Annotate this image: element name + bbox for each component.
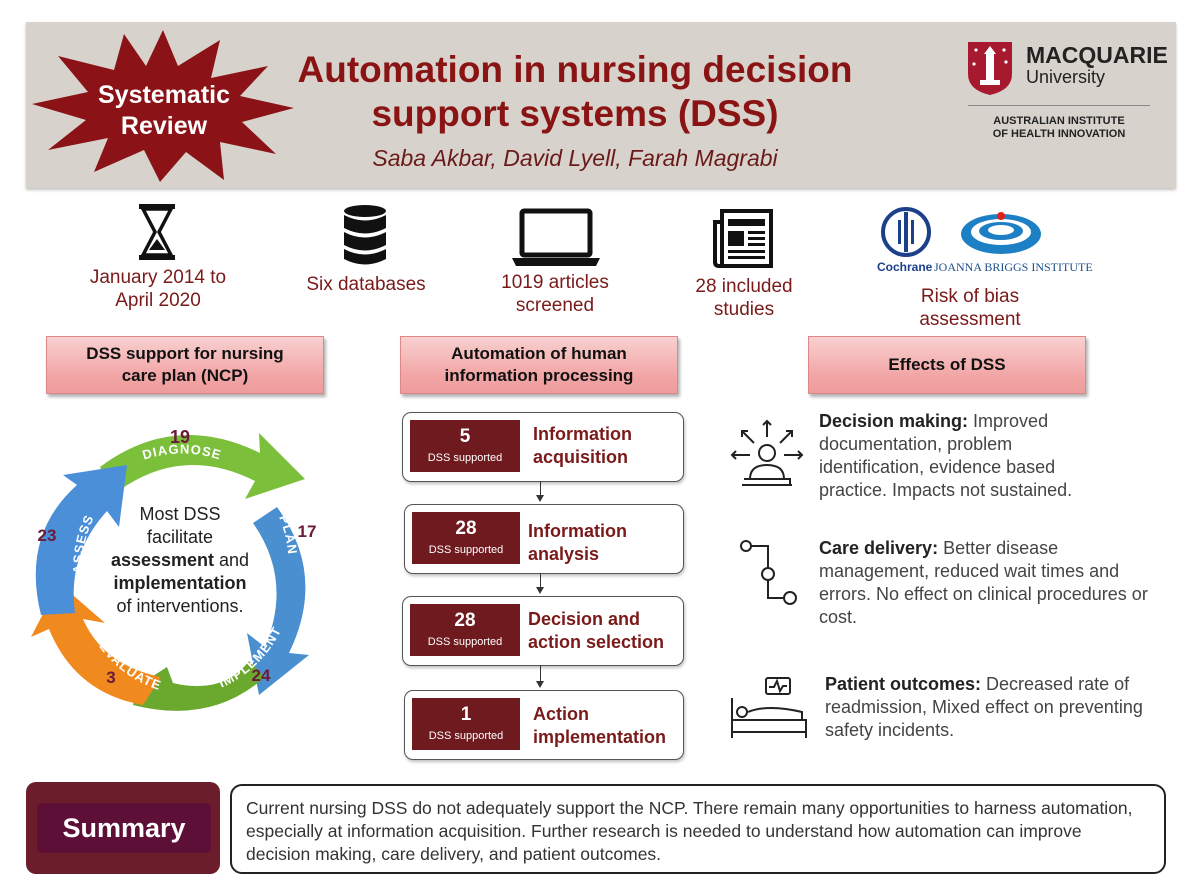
section-ncp-line2: care plan (NCP) <box>121 366 249 385</box>
stat-date-line1: January 2014 to <box>89 267 227 288</box>
stage-count: 1 DSS supported <box>412 698 520 750</box>
cycle-center-bold1: assessment <box>110 550 215 570</box>
stage-count-label: DSS supported <box>427 636 503 648</box>
section-auto-line2: information processing <box>444 366 634 385</box>
cycle-count-diagnose: 19 <box>170 427 190 447</box>
effect-text: Improved documentation, problem identifi… <box>819 411 1073 500</box>
starburst-badge <box>32 30 294 182</box>
ncp-cycle-diagram: DIAGNOSE PLAN IMPLEMENT EVALUATE ASSESS … <box>31 427 317 711</box>
stat-risk-of-bias: Risk of bias assessment <box>895 285 1045 331</box>
stat-studies: 28 included studies <box>664 275 824 321</box>
logo-institute: AUSTRALIAN INSTITUTE OF HEALTH INNOVATIO… <box>968 115 1150 141</box>
stage-count-value: 28 <box>455 518 477 539</box>
effect-decision-making: Decision making: Improved documentation,… <box>819 410 1109 502</box>
cycle-count-implement: 24 <box>252 666 271 685</box>
title-line2: support systems (DSS) <box>371 93 779 134</box>
logo-institute-line2: OF HEALTH INNOVATION <box>992 128 1126 140</box>
effect-text: Better disease management, reduced wait … <box>819 538 1148 627</box>
stage-count: 28 DSS supported <box>410 604 520 656</box>
section-ncp-line1: DSS support for nursing <box>86 344 284 363</box>
database-icon <box>344 205 386 265</box>
effect-patient-outcomes: Patient outcomes: Decreased rate of read… <box>825 673 1155 742</box>
cochrane-logo-label: Cochrane <box>877 260 933 274</box>
cycle-center-line3: assessment and <box>92 549 268 572</box>
university-crest-icon <box>968 42 1012 95</box>
stage-count-label: DSS supported <box>427 452 503 464</box>
stage-count: 28 DSS supported <box>412 512 520 564</box>
badge-line2: Review <box>120 112 208 140</box>
jbi-logo-label: JOANNA BRIGGS INSTITUTE <box>934 260 1093 274</box>
cycle-label-diagnose: DIAGNOSE <box>141 441 223 462</box>
cycle-segment-implement <box>133 661 265 711</box>
stat-databases: Six databases <box>306 274 426 295</box>
cycle-segment-diagnose <box>100 433 305 499</box>
cycle-segment-assess <box>35 465 127 615</box>
section-automation-header: Automation of human information processi… <box>400 336 678 394</box>
cycle-count-evaluate: 3 <box>106 668 115 687</box>
logo-subtitle: University <box>1026 67 1106 87</box>
flow-arrow <box>540 481 541 495</box>
summary-label: Summary <box>37 803 211 853</box>
logo-name: MACQUARIE <box>1026 42 1168 68</box>
stage-count-value: 28 <box>454 610 476 631</box>
badge-line1: Systematic <box>97 81 231 109</box>
hourglass-icon <box>139 204 175 260</box>
stat-risk-line2: assessment <box>919 309 1021 330</box>
cycle-center-line2: facilitate <box>146 527 214 547</box>
stat-articles-line2: screened <box>515 295 595 316</box>
stat-studies-line2: studies <box>713 299 775 320</box>
logo-divider <box>968 105 1150 106</box>
effect-title: Patient outcomes: <box>825 674 982 694</box>
cycle-center-bold2: implementation <box>113 573 247 593</box>
patient-bed-icon <box>731 677 807 738</box>
stat-date-range: January 2014 to April 2020 <box>60 266 256 312</box>
stage-label: Information analysis <box>528 521 627 564</box>
logo-institute-line1: AUSTRALIAN INSTITUTE <box>993 115 1125 127</box>
flow-arrow <box>540 665 541 681</box>
cycle-center-line4: of interventions. <box>116 596 244 616</box>
stage-count-label: DSS supported <box>428 730 504 742</box>
stage-count: 5 DSS supported <box>410 420 520 472</box>
care-path-icon <box>740 540 797 605</box>
stage-label: Decision and action selection <box>528 609 665 652</box>
page-title: Automation in nursing decision support s… <box>260 48 890 136</box>
flow-arrow <box>540 573 541 587</box>
flow-arrow-head <box>536 495 544 502</box>
systematic-review-badge: Systematic Review <box>74 80 254 142</box>
stage-count-label: DSS supported <box>428 544 504 556</box>
stat-date-line2: April 2020 <box>115 290 201 311</box>
cycle-count-assess: 23 <box>38 526 57 545</box>
cycle-segment-plan <box>247 507 309 695</box>
effect-text: Decreased rate of readmission, Mixed eff… <box>825 674 1143 740</box>
section-ncp-header: DSS support for nursing care plan (NCP) <box>46 336 324 394</box>
stat-studies-line1: 28 included <box>695 276 793 297</box>
title-line1: Automation in nursing decision <box>297 49 853 90</box>
stage-label: Action implementation <box>533 704 667 747</box>
laptop-icon <box>512 208 600 266</box>
section-effects-header: Effects of DSS <box>808 336 1086 394</box>
flow-arrow-head <box>536 681 544 688</box>
summary-text: Current nursing DSS do not adequately su… <box>230 784 1166 874</box>
stat-risk-line1: Risk of bias <box>920 286 1020 307</box>
stage-label: Information acquisition <box>533 424 632 467</box>
stage-count-value: 5 <box>459 426 471 447</box>
cycle-center-line1: Most DSS <box>139 504 221 524</box>
cycle-center-text: Most DSS facilitate assessment and imple… <box>92 503 268 618</box>
stat-articles: 1019 articles screened <box>470 271 640 317</box>
decision-person-icon <box>730 419 804 486</box>
svg-text:DIAGNOSE: DIAGNOSE <box>141 441 224 462</box>
effect-title: Decision making: <box>819 411 969 431</box>
authors: Saba Akbar, David Lyell, Farah Magrabi <box>372 145 778 171</box>
cycle-center-and: and <box>214 550 250 570</box>
effect-care-delivery: Care delivery: Better disease management… <box>819 537 1149 629</box>
effect-title: Care delivery: <box>819 538 939 558</box>
jbi-logo-icon <box>961 212 1041 254</box>
section-auto-line1: Automation of human <box>451 344 627 363</box>
cycle-count-plan: 17 <box>298 522 317 541</box>
stage-count-value: 1 <box>460 704 472 725</box>
flow-arrow-head <box>536 587 544 594</box>
newspaper-icon <box>713 209 773 268</box>
cochrane-logo-icon <box>881 207 931 257</box>
stat-articles-line1: 1019 articles <box>501 272 609 293</box>
